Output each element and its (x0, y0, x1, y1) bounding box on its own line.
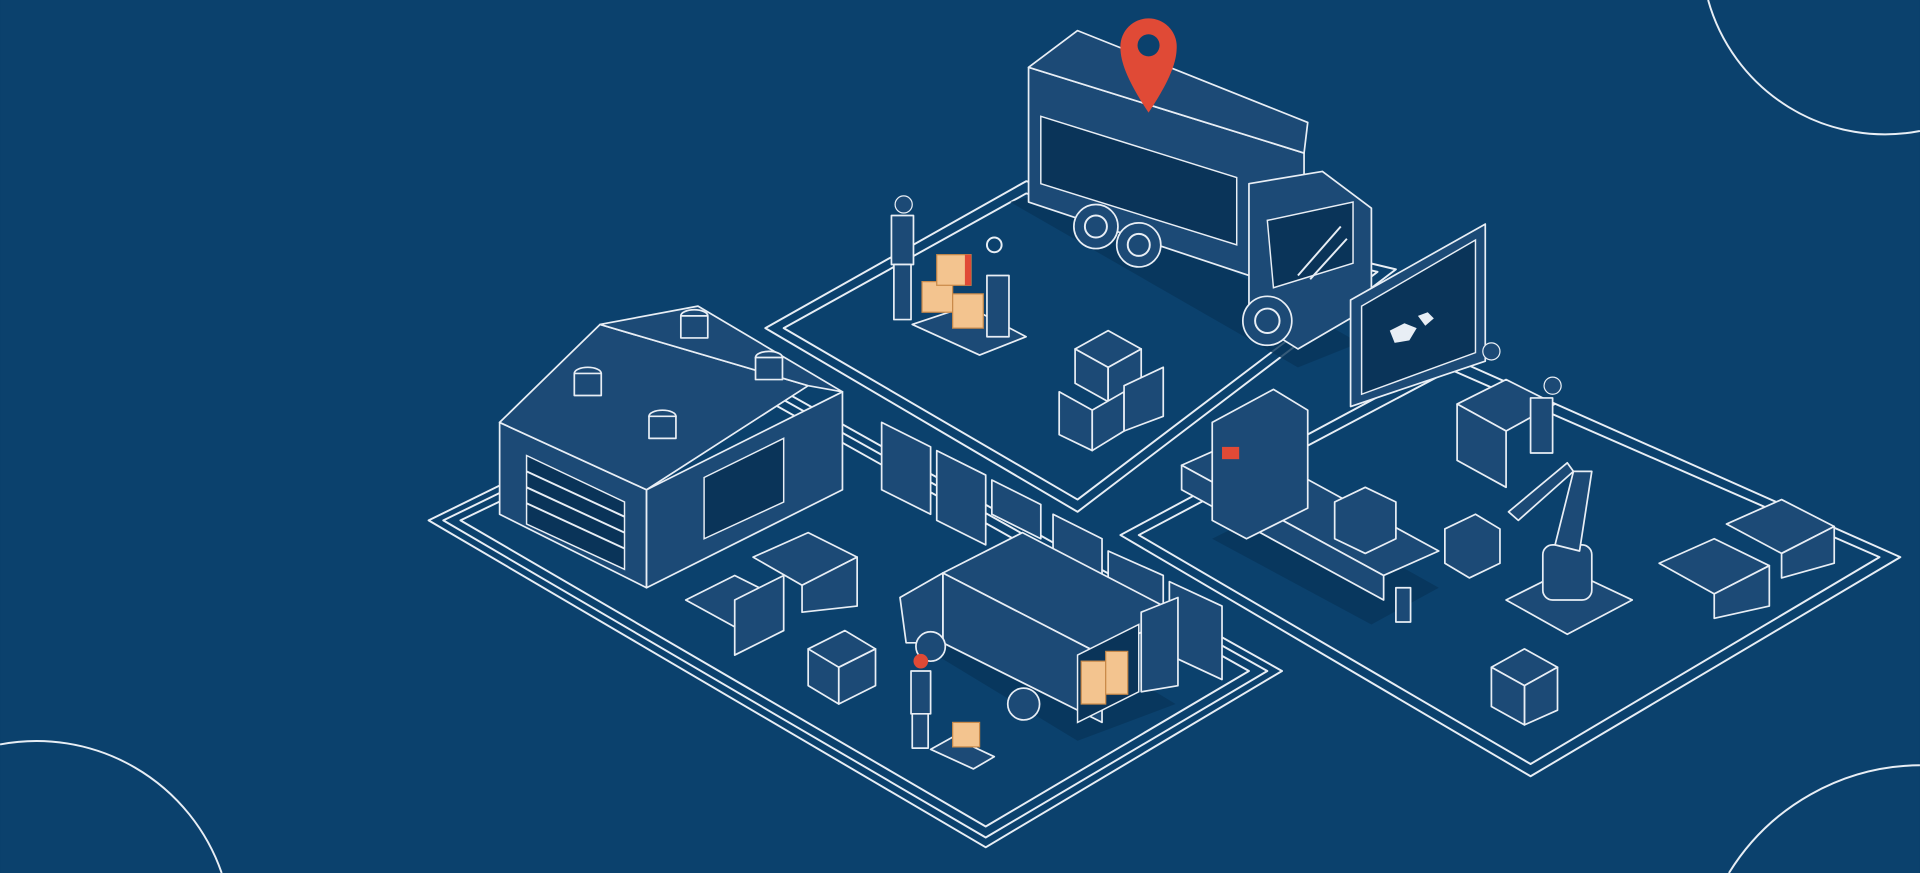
worker-icon (890, 195, 915, 321)
cardboard-boxes (1058, 329, 1165, 452)
semi-truck-icon (1010, 29, 1373, 368)
dashboard-screen-icon (1349, 223, 1487, 408)
platform-right (1119, 356, 1902, 778)
warehouse-icon (498, 305, 844, 589)
cardboard-boxes-orange (921, 254, 984, 329)
map-pin-icon (1120, 18, 1177, 113)
decor-arc-bottom-right (1728, 764, 1920, 873)
storage-rack-icon (880, 421, 1223, 681)
delivery-van-icon (899, 531, 1179, 741)
robot-arm-icon (1444, 461, 1634, 636)
pallet-jack-icon (911, 236, 1027, 356)
pallet-stack-icon (684, 531, 859, 656)
desk-workers (1456, 342, 1562, 489)
conveyor-belt-icon (1180, 388, 1440, 625)
decor-arc-top-right (1707, 0, 1920, 136)
decor-arc-bottom-left (0, 740, 223, 873)
worker-icon (910, 653, 996, 770)
cardboard-boxes (807, 629, 877, 705)
pallet-stack-icon (1490, 498, 1836, 726)
platform-top (764, 180, 1397, 513)
